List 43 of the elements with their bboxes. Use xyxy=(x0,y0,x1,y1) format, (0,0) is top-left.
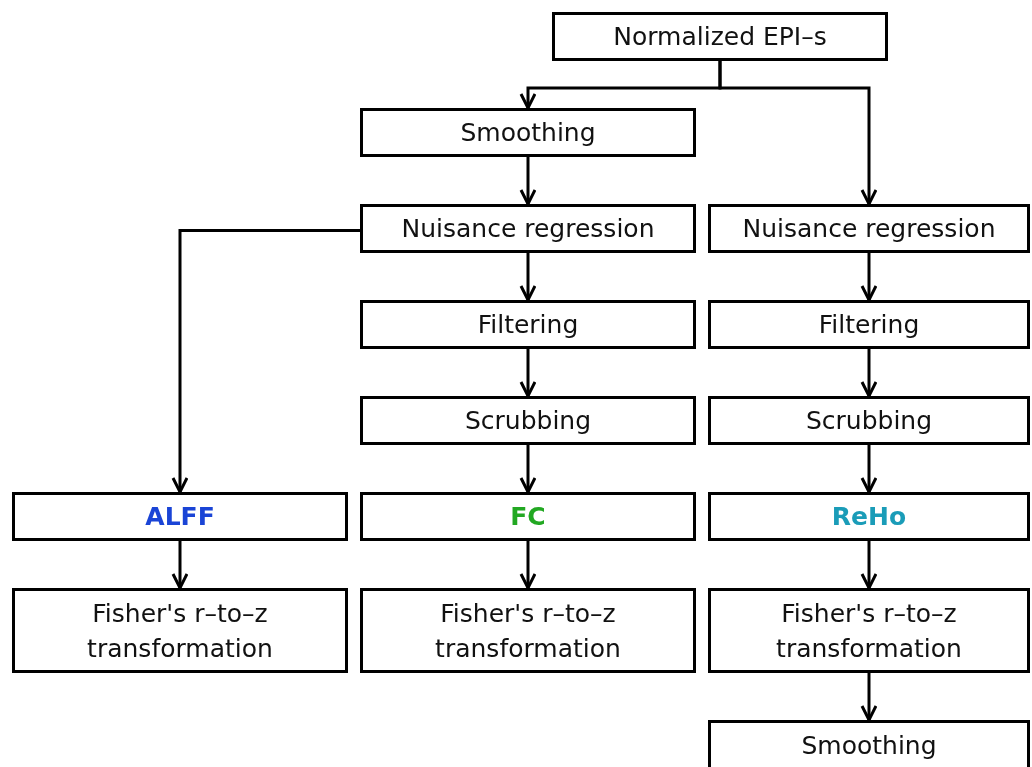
process-box xyxy=(708,300,1030,349)
step-label: Scrubbing xyxy=(464,405,592,437)
step-label: Smoothing xyxy=(460,117,596,149)
process-box xyxy=(708,492,1030,541)
step-label: Filtering xyxy=(818,309,920,341)
arrow xyxy=(519,253,537,302)
process-box xyxy=(708,396,1030,445)
arrow xyxy=(171,229,360,494)
process-box xyxy=(360,300,696,349)
process-box xyxy=(552,12,888,61)
arrow xyxy=(860,673,878,722)
step-label: Nuisance regression xyxy=(401,213,655,245)
process-box xyxy=(360,396,696,445)
process-box xyxy=(360,108,696,157)
step-label: Fisher's r–to–z transformation xyxy=(86,597,274,665)
process-box xyxy=(360,588,696,673)
arrow xyxy=(171,541,189,590)
process-box xyxy=(360,492,696,541)
step-label: Scrubbing xyxy=(805,405,933,437)
arrow xyxy=(718,61,878,206)
step-label: FC xyxy=(510,501,546,533)
arrow xyxy=(860,541,878,590)
step-label: Fisher's r–to–z transformation xyxy=(775,597,963,665)
step-label: Nuisance regression xyxy=(742,213,996,245)
arrow xyxy=(519,349,537,398)
process-box xyxy=(708,720,1030,767)
process-box xyxy=(708,204,1030,253)
arrow xyxy=(860,253,878,302)
arrow xyxy=(860,349,878,398)
step-label: Smoothing xyxy=(801,730,937,762)
process-box xyxy=(12,588,348,673)
arrow xyxy=(519,541,537,590)
process-box xyxy=(12,492,348,541)
process-box xyxy=(360,204,696,253)
step-label: ReHo xyxy=(831,501,907,533)
arrow xyxy=(519,445,537,494)
arrow xyxy=(860,445,878,494)
step-label: Normalized EPI–s xyxy=(613,21,827,53)
step-label: Filtering xyxy=(477,309,579,341)
arrow xyxy=(519,157,537,206)
process-box xyxy=(708,588,1030,673)
step-label: Fisher's r–to–z transformation xyxy=(434,597,622,665)
step-label: ALFF xyxy=(145,501,215,533)
